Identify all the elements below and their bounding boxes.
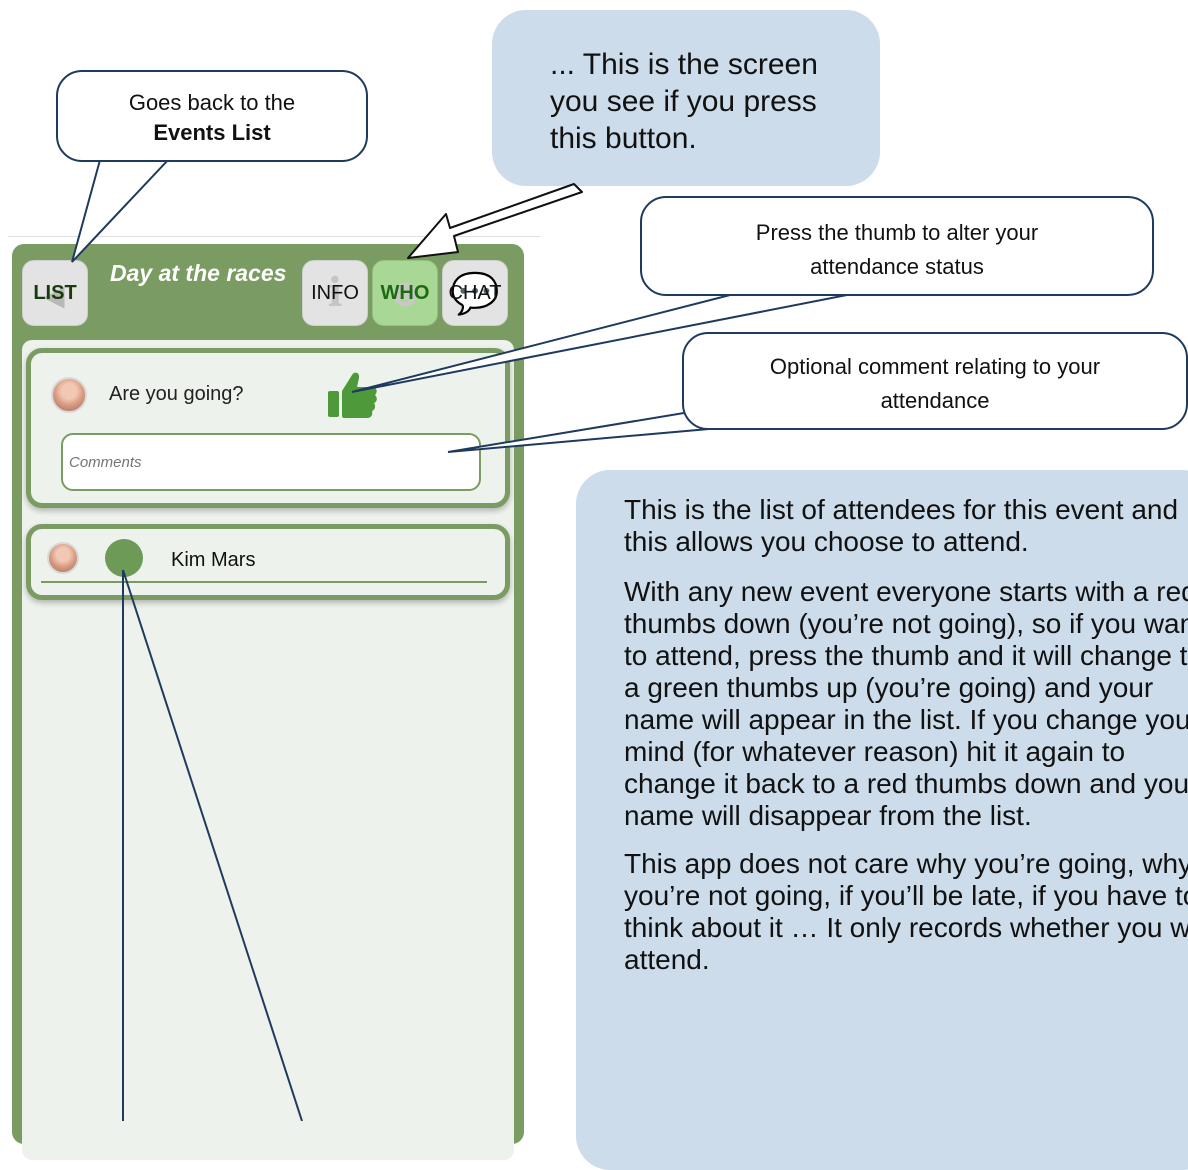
back-arrow-icon: ◀ xyxy=(43,280,65,311)
list-button[interactable]: ◀ LIST xyxy=(22,260,88,326)
list-button-label: LIST xyxy=(33,281,77,304)
tab-info-label: INFO xyxy=(311,281,359,304)
events-list-annotation: Goes back to the Events List xyxy=(56,70,368,162)
events-list-annotation-line1: Goes back to the xyxy=(128,90,296,115)
attendance-status-dot xyxy=(105,539,143,577)
tab-chat-label: CHAT xyxy=(448,281,502,304)
attendee-name: Kim Mars xyxy=(171,549,256,571)
going-prompt: Are you going? xyxy=(109,383,244,405)
events-list-annotation-line2: Events List xyxy=(153,120,271,145)
comments-input[interactable] xyxy=(61,433,481,491)
tab-who[interactable]: ☻ WHO xyxy=(372,260,438,326)
thumb-annotation: Press the thumb to alter your attendance… xyxy=(640,196,1154,296)
screen-annotation-text: ... This is the screen you see if you pr… xyxy=(550,48,818,155)
attendee-list-annotation: This is the list of attendees for this e… xyxy=(576,470,1188,1170)
screen-annotation: ... This is the screen you see if you pr… xyxy=(492,10,880,186)
tab-chat[interactable]: 💬 CHAT xyxy=(442,260,508,326)
avatar xyxy=(51,377,87,413)
annotation-paragraph: This app does not care why you’re going,… xyxy=(624,848,1188,975)
thumb-annotation-text: Press the thumb to alter your attendance… xyxy=(755,220,1039,279)
attendee-avatar xyxy=(47,542,79,574)
attendee-list-item: Kim Mars xyxy=(26,524,510,600)
annotation-paragraph: With any new event everyone starts with … xyxy=(624,576,1188,831)
event-title: Day at the races xyxy=(110,260,287,286)
annotation-paragraph: This is the list of attendees for this e… xyxy=(624,494,1179,557)
tab-info[interactable]: ℹ INFO xyxy=(302,260,368,326)
my-attendance-card: Are you going? xyxy=(26,348,510,508)
info-icon: ℹ xyxy=(327,271,343,315)
attendee-divider xyxy=(41,581,487,583)
thumbs-up-icon[interactable] xyxy=(325,367,379,421)
tab-who-label: WHO xyxy=(380,281,430,304)
who-content-panel: Are you going? Kim Mars xyxy=(22,340,514,1160)
event-header: ◀ LIST Day at the races ℹ INFO ☻ WHO 💬 C… xyxy=(12,244,524,340)
event-app-screen: ◀ LIST Day at the races ℹ INFO ☻ WHO 💬 C… xyxy=(12,244,524,1160)
comment-annotation: Optional comment relating to your attend… xyxy=(682,332,1188,430)
comment-annotation-text: Optional comment relating to your attend… xyxy=(769,354,1101,413)
top-divider xyxy=(8,236,540,237)
